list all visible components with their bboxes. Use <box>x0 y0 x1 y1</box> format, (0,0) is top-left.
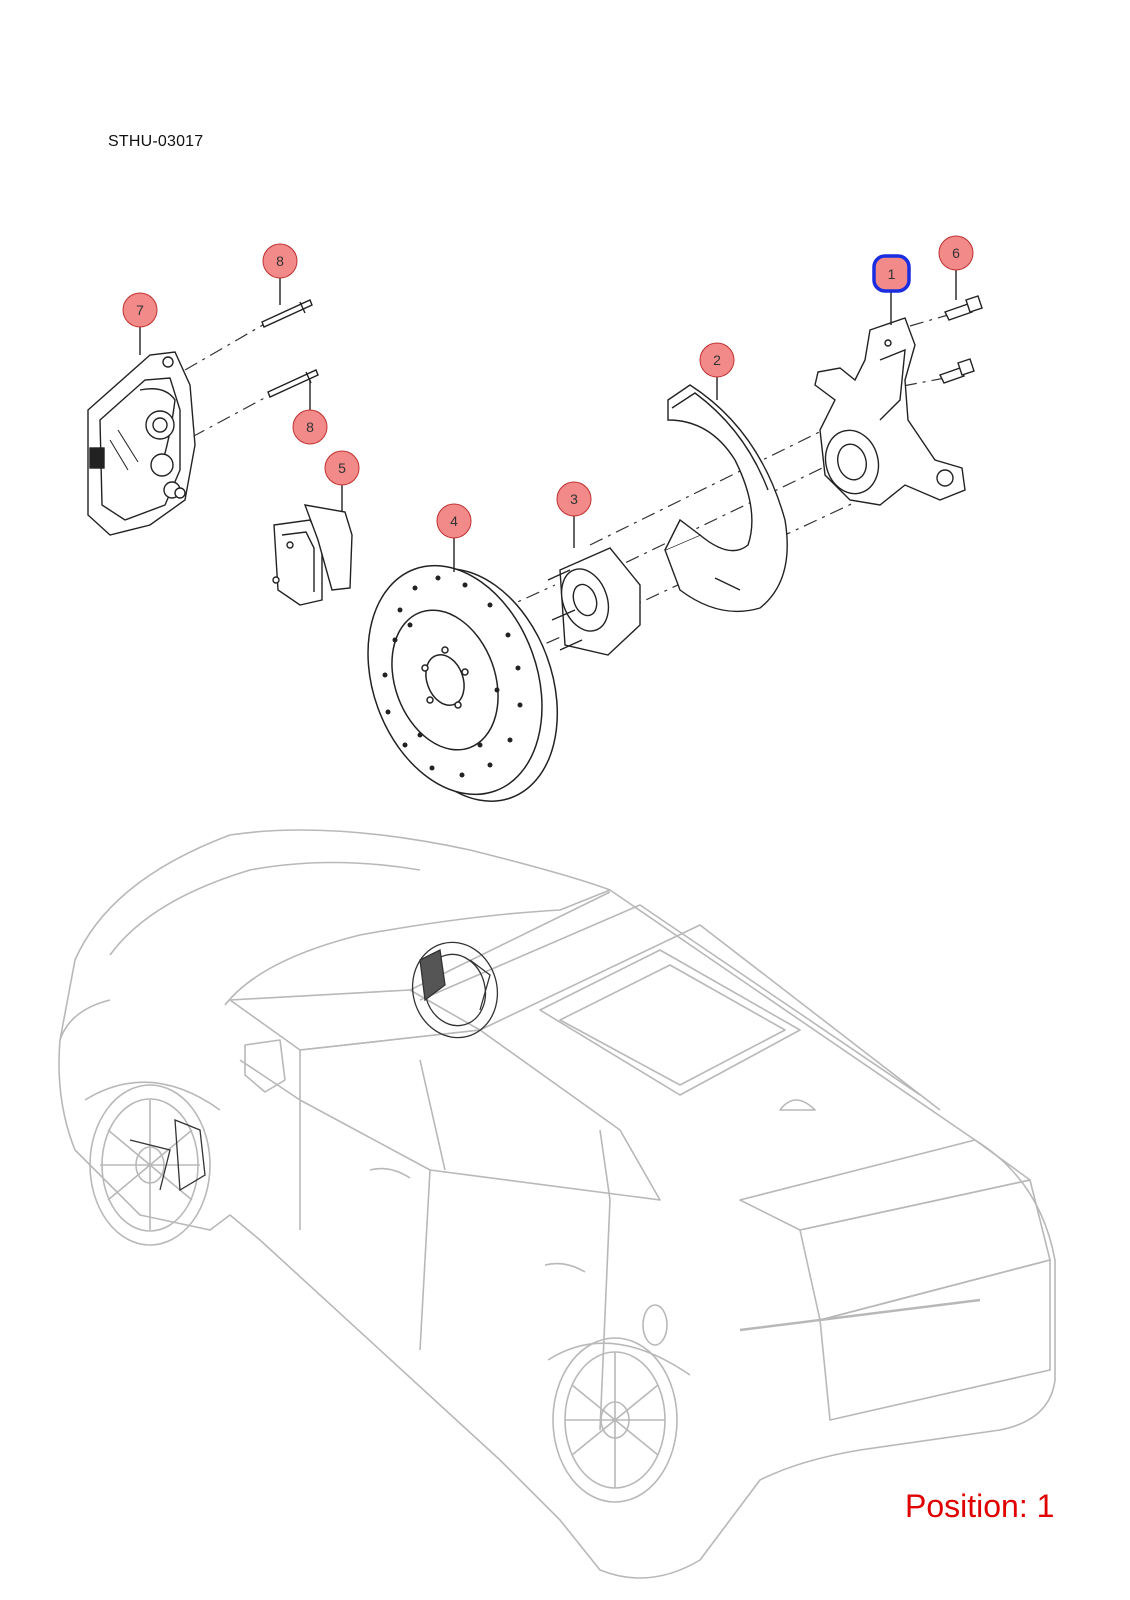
guide-pin-upper-drawing <box>261 299 313 328</box>
callout-2[interactable]: 2 <box>699 342 735 378</box>
callout-1-number: 1 <box>888 266 896 282</box>
brake-caliper-drawing <box>87 351 196 536</box>
callout-8-upper-number: 8 <box>276 253 284 269</box>
callout-8-lower[interactable]: 8 <box>292 409 328 445</box>
callout-5[interactable]: 5 <box>324 450 360 486</box>
callout-4[interactable]: 4 <box>436 503 472 539</box>
callout-3[interactable]: 3 <box>556 481 592 517</box>
knuckle-bolt-lower-drawing <box>939 358 975 384</box>
callout-3-number: 3 <box>570 491 578 507</box>
callout-1[interactable]: 1 <box>872 254 911 293</box>
dust-shield-drawing <box>664 384 788 613</box>
callout-6[interactable]: 6 <box>938 235 974 271</box>
callout-2-number: 2 <box>713 352 721 368</box>
callout-5-number: 5 <box>338 460 346 476</box>
position-label: Position: 1 <box>905 1488 1055 1524</box>
callout-6-number: 6 <box>952 245 960 261</box>
callout-leaders <box>139 270 957 572</box>
callout-8-lower-number: 8 <box>306 419 314 435</box>
knuckle-bolt-upper-drawing <box>944 295 983 321</box>
vehicle-brake-highlight <box>129 941 499 1192</box>
brake-disc-drawing <box>367 564 559 802</box>
brake-pads-drawing <box>272 504 353 606</box>
callout-4-number: 4 <box>450 513 458 529</box>
vehicle-locator-drawing <box>58 829 1056 1579</box>
callout-7[interactable]: 7 <box>122 292 158 328</box>
diagram-code: STHU-03017 <box>108 133 204 150</box>
callout-8-upper[interactable]: 8 <box>262 243 298 279</box>
steering-knuckle-drawing <box>814 317 966 506</box>
callout-7-number: 7 <box>136 302 144 318</box>
wheel-hub-drawing <box>547 547 641 656</box>
